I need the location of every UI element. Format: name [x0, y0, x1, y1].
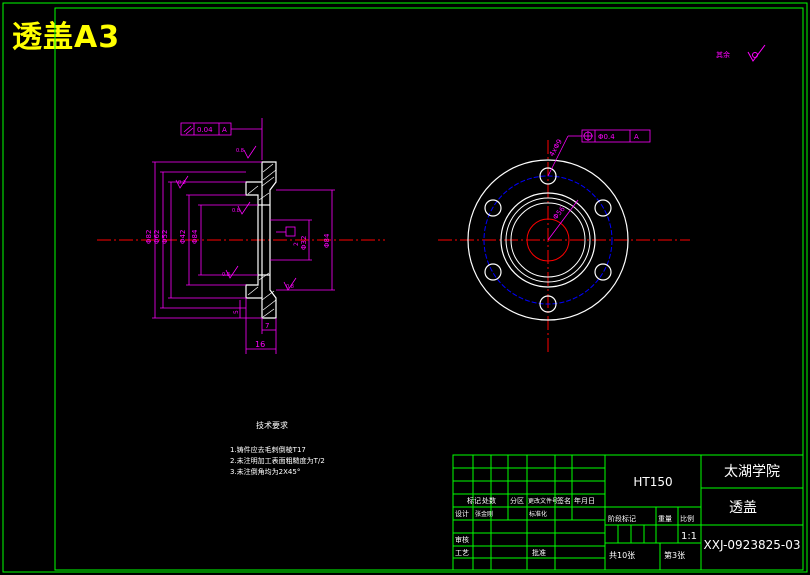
tb-school: 太湖学院 [724, 464, 780, 480]
dim-label: 5 [233, 310, 240, 314]
tb-header-cell: 更改文件号 [528, 497, 558, 505]
tb-header-cell: 分区 [510, 496, 524, 505]
dim-label: Φ62 [153, 230, 161, 244]
tech-req-item: 3.未注倒角均为2X45° [230, 467, 300, 476]
dim-label: Φ32 [300, 236, 308, 250]
section-dimension-lines [152, 161, 335, 354]
tech-req-item: 1.铸件应去毛刺倒棱T17 [230, 445, 306, 454]
roughness-value: 0.8 [232, 208, 240, 214]
dim-label: Φ84 [323, 233, 331, 248]
tb-scale-label: 比例 [680, 514, 694, 523]
title-block [452, 454, 804, 571]
plan-view: 4xΦ9 Φ56 Φ0.4 A [438, 129, 690, 352]
tb-standardize: 标准化 [529, 510, 547, 518]
tb-design-label: 设计 [455, 509, 469, 518]
tb-material: HT150 [633, 475, 672, 489]
tb-header-cell: 签名 [557, 496, 571, 505]
tolerance-frame-left [180, 118, 263, 160]
roughness-value: 0.2 [178, 180, 186, 186]
tb-stage-mark: 阶段标记 [608, 514, 636, 523]
tolerance-right-datum: A [634, 133, 639, 141]
bore-circle [526, 218, 570, 262]
tolerance-left-value: 0.04 [197, 126, 213, 134]
tolerance-frame-right [568, 129, 651, 143]
tb-part-name: 透盖 [729, 500, 757, 516]
tb-weight: 重量 [658, 515, 672, 523]
tb-header-cell: 年月日 [574, 496, 595, 505]
inner-frame [54, 7, 804, 571]
flange-outer-circle [467, 159, 629, 321]
drawing-title: 透盖A3 [12, 20, 121, 55]
section-outline [245, 161, 277, 319]
roughness-value: 0.8 [236, 148, 244, 154]
hub-circle-1 [500, 192, 596, 288]
tb-designer: 张金刚 [475, 510, 493, 518]
dim-label: Φ52 [161, 230, 169, 244]
datum-a-marker [276, 226, 296, 237]
section-view: Φ82 Φ62 Φ52 Φ42 Φ84 Φ32 Φ84 7 16 5 2 0.2… [97, 118, 385, 354]
tb-drawing-no: XXJ-0923825-03 [704, 538, 801, 552]
tb-header-cell: 标记 [467, 496, 481, 505]
dim-label: Φ84 [191, 229, 199, 244]
hub-circle-2 [505, 197, 591, 283]
tb-sheets-total: 共10张 [609, 551, 635, 560]
dim-label: Φ42 [179, 230, 187, 244]
tb-scale: 1:1 [681, 531, 697, 542]
tolerance-left-datum: A [222, 126, 227, 134]
dim-label: 16 [255, 340, 265, 349]
tb-approve: 批准 [532, 548, 546, 557]
tb-review: 审核 [455, 535, 469, 544]
circle-leader [547, 199, 579, 241]
dim-label: 2 [293, 242, 300, 246]
roughness-marks [175, 145, 297, 291]
tech-req-title: 技术要求 [256, 420, 288, 430]
roughness-symbol-icon [747, 44, 766, 62]
tb-process: 工艺 [455, 549, 469, 557]
tech-req-item: 2.未注明加工表面粗糙度为T/2 [230, 456, 325, 465]
roughness-value: 0.8 [222, 272, 230, 278]
roughness-value: 0.8 [286, 284, 294, 290]
dim-label: Φ82 [145, 230, 153, 244]
dim-label: 7 [265, 322, 269, 330]
tolerance-right-value: Φ0.4 [598, 133, 615, 141]
bolt-hole-leader [547, 135, 569, 177]
roughness-note-label: 其余 [716, 50, 730, 59]
hub-circle-3 [510, 202, 586, 278]
section-hatching [247, 163, 277, 318]
tb-header-cell: 处数 [482, 496, 496, 505]
tb-sheet-no: 第3张 [664, 550, 685, 560]
bolt-holes [484, 167, 612, 313]
